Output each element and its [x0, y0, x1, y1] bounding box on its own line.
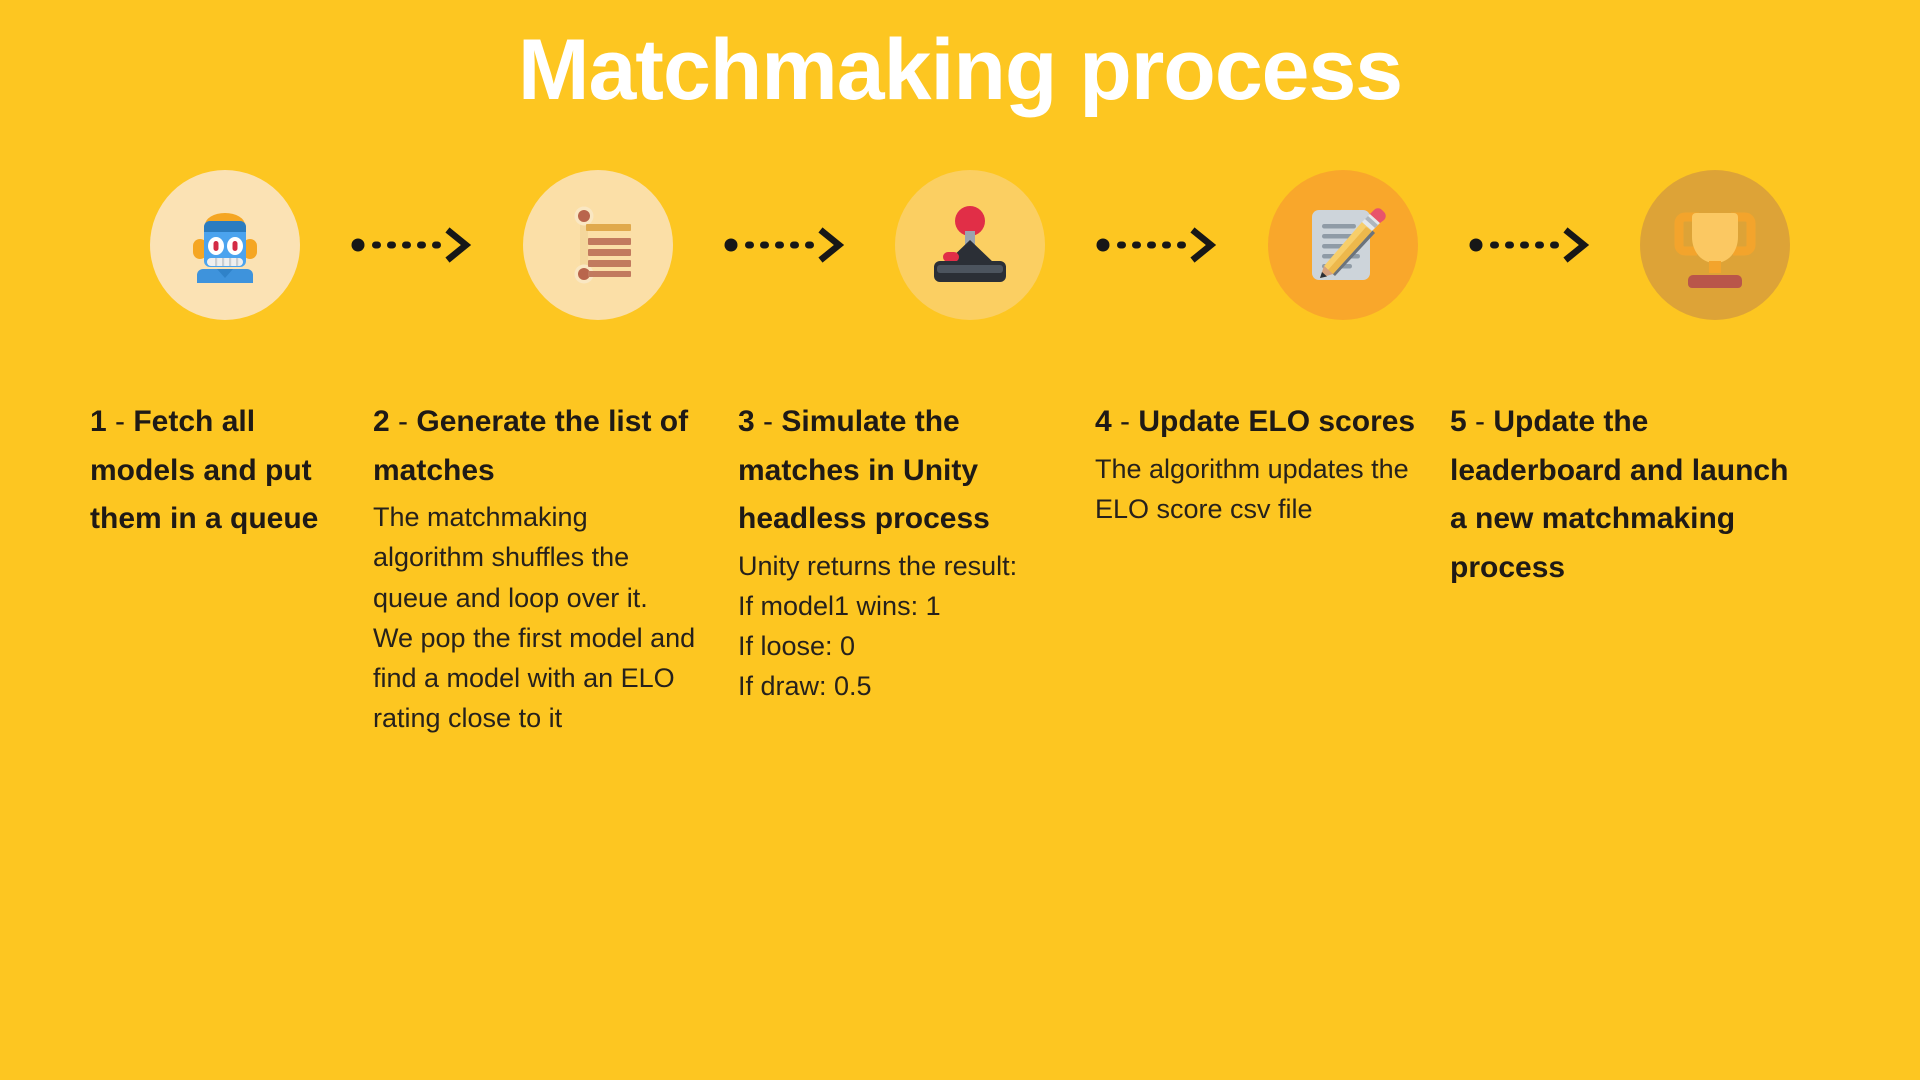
step-1-icon-circle	[150, 170, 300, 320]
step-4-title: Update ELO scores	[1138, 405, 1416, 438]
step-2-dash: -	[389, 405, 417, 438]
step-column-2: 2 - Generate the list of matches The mat…	[355, 398, 730, 739]
step-1-number: 1	[90, 405, 107, 438]
page-title: Matchmaking process	[517, 22, 1403, 118]
step-2-icon-circle	[522, 170, 673, 320]
step-1-title: Fetch all models and put them in a queue	[90, 405, 319, 536]
step-column-5: 5 - Update the leaderboard and launch a …	[1450, 398, 1820, 594]
arrow-connector-4	[1418, 225, 1641, 265]
step-3-number: 3	[738, 405, 755, 438]
step-5-heading: 5 - Update the leaderboard and launch a …	[1450, 398, 1796, 592]
step-4-body: The algorithm updates the ELO score csv …	[1095, 453, 1409, 524]
arrow-connector-1	[300, 225, 523, 265]
scroll-list-icon	[558, 202, 638, 288]
step-5-number: 5	[1450, 405, 1467, 438]
step-5-title: Update the leaderboard and launch a new …	[1450, 405, 1789, 584]
step-column-3: 3 - Simulate the matches in Unity headle…	[730, 398, 1095, 707]
arrow-connector-3	[1045, 225, 1268, 265]
step-1-dash: -	[106, 405, 134, 438]
step-2-heading: 2 - Generate the list of matches	[373, 398, 706, 495]
steps-columns: 1 - Fetch all models and put them in a q…	[0, 398, 1920, 739]
step-5-icon-circle	[1640, 170, 1790, 320]
memo-pencil-icon	[1300, 202, 1386, 288]
step-3-title: Simulate the matches in Unity headless p…	[738, 405, 990, 536]
step-3-heading: 3 - Simulate the matches in Unity headle…	[738, 398, 1071, 544]
arrow-connector-2	[673, 225, 896, 265]
step-2-number: 2	[373, 405, 390, 438]
step-2-body: The matchmaking algorithm shuffles the q…	[373, 502, 696, 734]
step-2-title: Generate the list of matches	[373, 405, 689, 487]
step-column-1: 1 - Fetch all models and put them in a q…	[0, 398, 355, 546]
step-4-number: 4	[1095, 405, 1112, 438]
step-1-heading: 1 - Fetch all models and put them in a q…	[90, 398, 331, 544]
step-4-heading: 4 - Update ELO scores	[1095, 398, 1426, 447]
step-4-icon-circle	[1267, 170, 1418, 320]
process-icon-row	[150, 170, 1790, 320]
robot-icon	[179, 199, 271, 291]
step-3-body: Unity returns the result: If model1 wins…	[738, 550, 1018, 702]
step-column-4: 4 - Update ELO scores The algorithm upda…	[1095, 398, 1450, 529]
step-4-dash: -	[1111, 405, 1139, 438]
step-3-dash: -	[754, 405, 782, 438]
joystick-icon	[924, 199, 1016, 291]
trophy-icon	[1669, 199, 1761, 291]
step-5-dash: -	[1466, 405, 1494, 438]
step-3-icon-circle	[895, 170, 1045, 320]
